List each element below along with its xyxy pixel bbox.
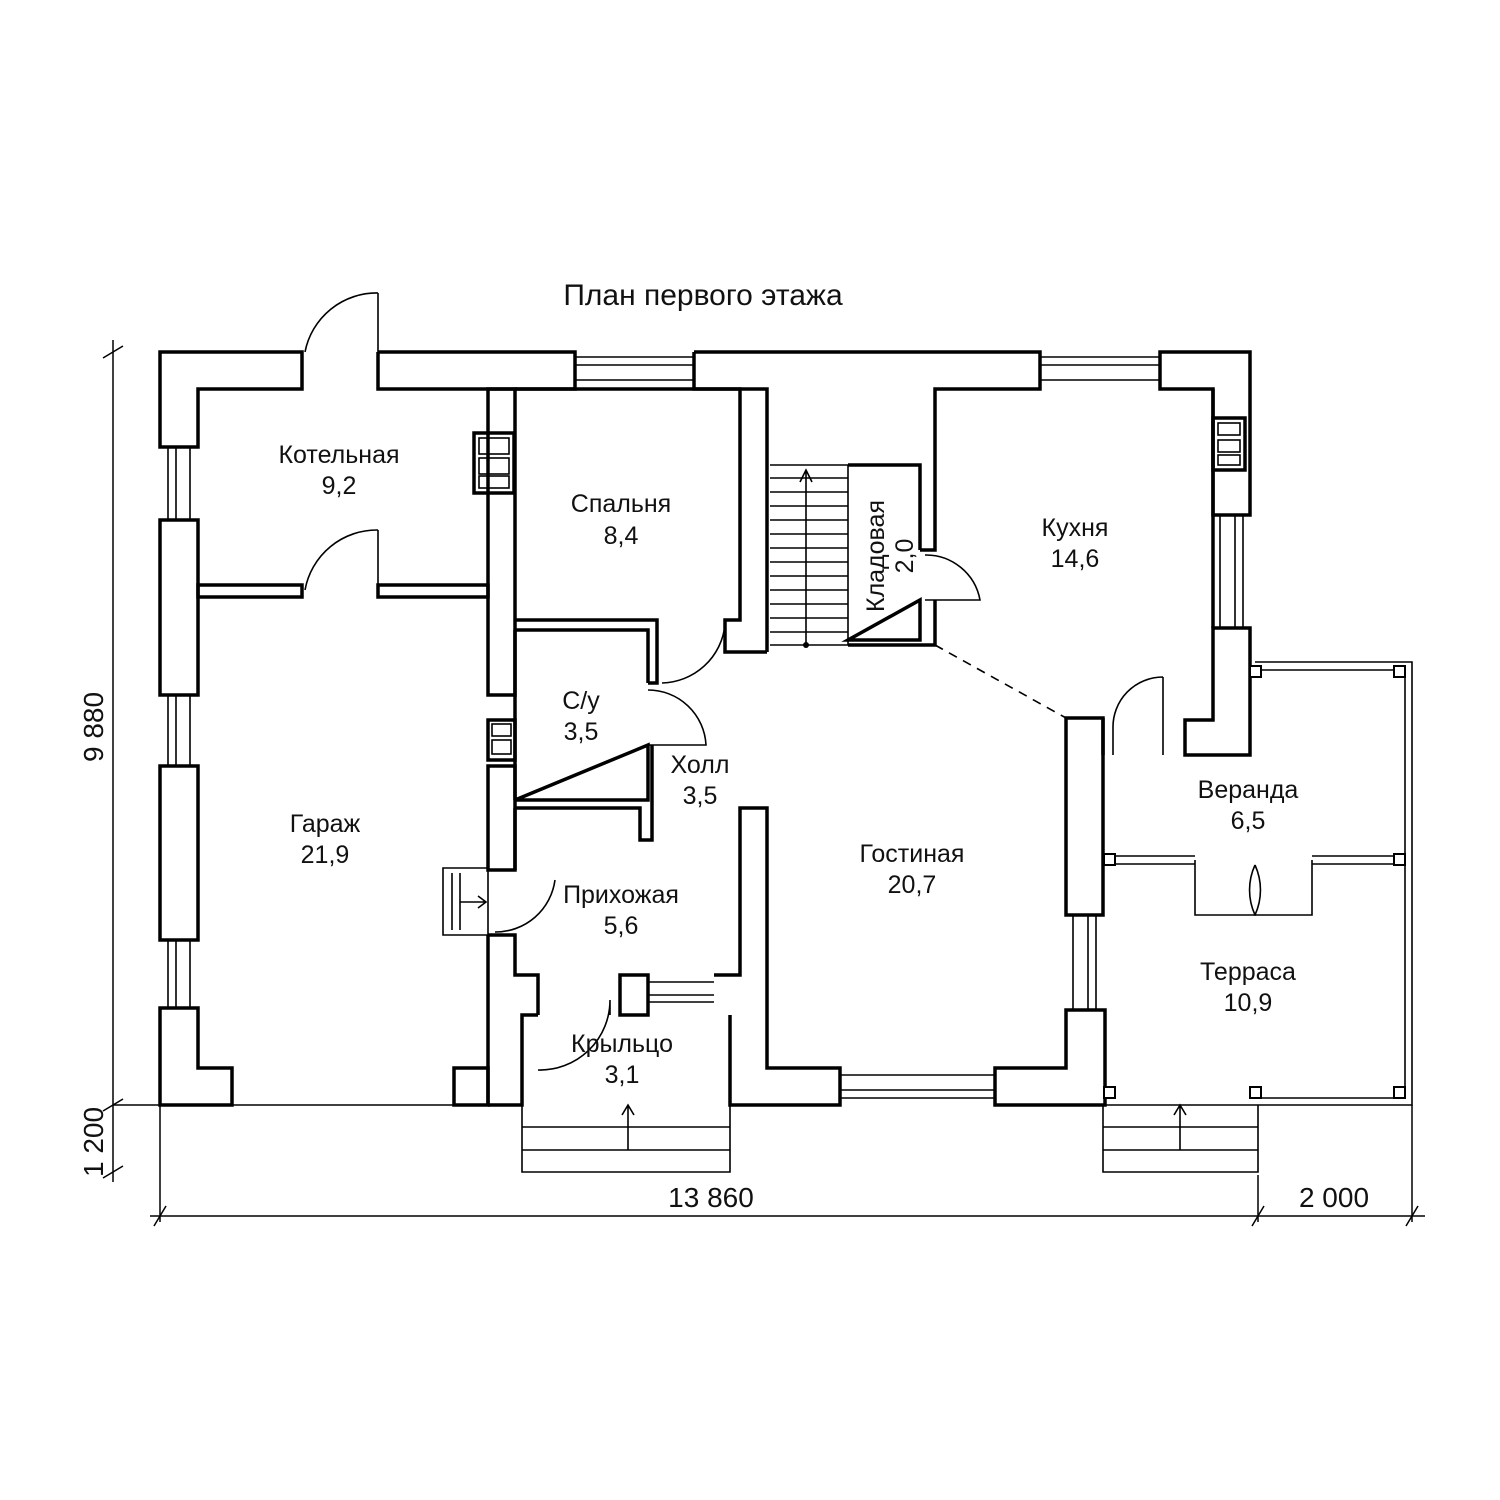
room-area-living: 20,7 xyxy=(888,871,937,899)
room-name-bathroom: С/у xyxy=(562,687,600,715)
room-area-boiler: 9,2 xyxy=(322,472,357,500)
room-name-entrance: Прихожая xyxy=(563,881,679,909)
room-area-storage: 2,0 xyxy=(891,539,919,574)
room-area-bedroom: 8,4 xyxy=(604,522,639,550)
room-name-boiler: Котельная xyxy=(278,441,399,469)
room-name-veranda: Веранда xyxy=(1198,776,1299,804)
room-name-bedroom: Спальня xyxy=(571,490,671,518)
dimension-width-terrace: 2 000 xyxy=(1299,1182,1369,1213)
room-name-kitchen: Кухня xyxy=(1042,514,1109,542)
dimension-width-main: 13 860 xyxy=(668,1182,754,1213)
room-name-storage: Кладовая xyxy=(862,500,890,612)
staircase xyxy=(770,464,849,648)
room-area-kitchen: 14,6 xyxy=(1051,545,1100,573)
doors xyxy=(304,292,1313,1071)
plan-title: План первого этажа xyxy=(563,279,843,312)
room-area-entrance: 5,6 xyxy=(604,912,639,940)
room-area-terrace: 10,9 xyxy=(1224,989,1273,1017)
room-area-hall: 3,5 xyxy=(683,782,718,810)
windows xyxy=(167,356,1244,1106)
chimney-blocks xyxy=(472,416,1247,762)
dimension-height-main: 9 880 xyxy=(78,692,109,762)
room-area-veranda: 6,5 xyxy=(1231,807,1266,835)
room-name-living: Гостиная xyxy=(860,840,965,868)
room-name-porch: Крыльцо xyxy=(571,1030,673,1058)
room-name-garage: Гараж xyxy=(290,810,361,838)
terrace-structure xyxy=(1103,661,1413,1106)
room-label-storage: Кладовая 2,0 xyxy=(862,500,919,612)
dimension-lines xyxy=(102,340,1425,1227)
room-area-garage: 21,9 xyxy=(301,841,350,869)
room-area-porch: 3,1 xyxy=(605,1061,640,1089)
room-name-terrace: Терраса xyxy=(1200,958,1296,986)
interior-walls xyxy=(196,387,1215,1105)
room-name-hall: Холл xyxy=(671,751,730,779)
dimension-height-porch: 1 200 xyxy=(78,1107,109,1177)
room-area-bathroom: 3,5 xyxy=(564,718,599,746)
opening-dashed-line xyxy=(934,644,1067,719)
entry-steps xyxy=(521,1103,1259,1173)
